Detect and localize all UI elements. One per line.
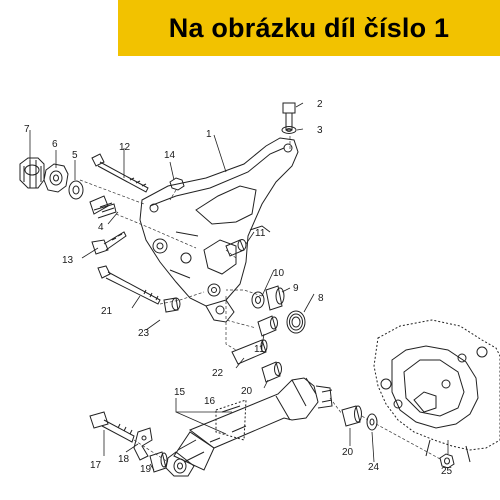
bolt-21 — [97, 265, 161, 305]
label-part-10: 10 — [273, 268, 285, 279]
bolt-12 — [91, 153, 149, 193]
bushing-10 — [251, 291, 265, 309]
title-banner: Na obrázku díl číslo 1 — [118, 0, 500, 56]
label-part-11b: 11 — [254, 344, 265, 355]
collar-23 — [163, 297, 181, 313]
bushing-20-upper — [261, 361, 282, 383]
part-labels: 1 2 3 4 5 6 7 8 9 10 11 11 12 13 14 15 1… — [24, 99, 453, 477]
label-part-9: 9 — [293, 283, 299, 294]
washer-3 — [281, 126, 297, 134]
label-part-3: 3 — [317, 125, 323, 136]
bolt-2 — [282, 102, 296, 131]
label-part-8: 8 — [318, 293, 324, 304]
label-part-6: 6 — [52, 139, 58, 150]
label-part-20b: 20 — [342, 447, 354, 458]
washer-5 — [68, 180, 84, 200]
rear-arm-bracket — [139, 137, 299, 323]
washer-24 — [366, 413, 378, 431]
label-part-5: 5 — [72, 150, 78, 161]
label-part-7: 7 — [24, 124, 30, 135]
label-part-19: 19 — [140, 464, 152, 475]
bushing-11-upper — [225, 239, 247, 257]
shock-absorber-15 — [165, 377, 333, 477]
nut-25 — [439, 453, 455, 469]
nut-14 — [169, 177, 185, 191]
label-part-23: 23 — [138, 328, 150, 339]
collar-4 — [89, 195, 117, 219]
bearing-8 — [286, 310, 306, 334]
pin-22 — [231, 339, 268, 365]
bushing-11-lower — [257, 315, 278, 337]
label-part-21: 21 — [101, 306, 113, 317]
label-part-14: 14 — [164, 150, 176, 161]
label-part-20a: 20 — [241, 386, 253, 397]
label-part-17: 17 — [90, 460, 102, 471]
bushing-20-lower — [341, 405, 362, 427]
label-part-24: 24 — [368, 462, 380, 473]
label-part-15: 15 — [174, 387, 186, 398]
label-part-2: 2 — [317, 99, 323, 110]
label-part-25: 25 — [441, 466, 453, 477]
label-plate-16 — [215, 399, 247, 441]
bushing-19 — [149, 451, 168, 473]
label-part-16: 16 — [204, 396, 216, 407]
label-part-13: 13 — [62, 255, 74, 266]
spacer-9 — [265, 285, 285, 311]
label-part-22: 22 — [212, 368, 224, 379]
label-part-1: 1 — [206, 129, 212, 140]
bolt-13 — [91, 231, 127, 255]
engine-case — [373, 319, 500, 463]
label-part-11a: 11 — [255, 228, 266, 239]
label-part-4: 4 — [98, 222, 104, 233]
banner-title: Na obrázku díl číslo 1 — [168, 12, 450, 43]
castle-nut-7 — [19, 157, 45, 189]
nut-6 — [43, 163, 69, 193]
dashed-alignment-lines — [79, 136, 443, 463]
label-part-12: 12 — [119, 142, 131, 153]
bolt-17 — [89, 411, 135, 443]
bracket-18 — [133, 427, 153, 461]
label-part-18: 18 — [118, 454, 130, 465]
